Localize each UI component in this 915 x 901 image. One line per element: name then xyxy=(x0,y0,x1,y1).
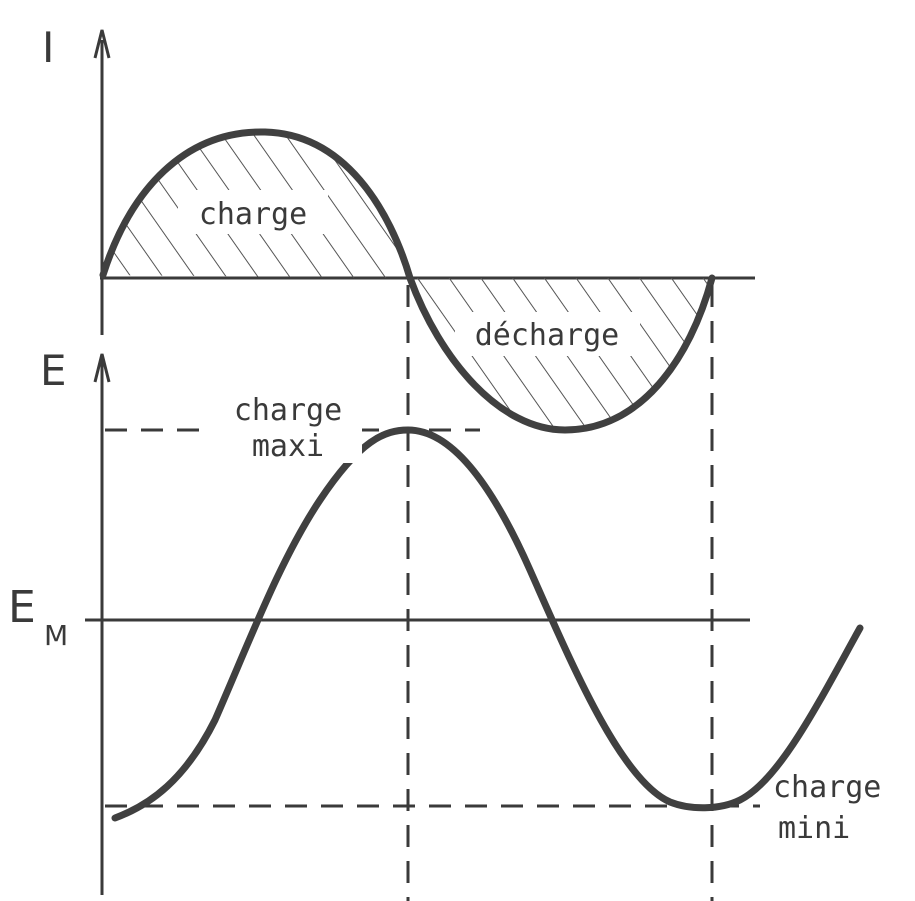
energy-axis-arrow xyxy=(93,353,111,383)
max-label-bg xyxy=(212,393,362,463)
max-annotation-line1: charge xyxy=(234,393,342,428)
decharge-label-bg xyxy=(455,312,640,356)
decharge-region-label: décharge xyxy=(475,318,620,353)
current-axis-arrow xyxy=(93,29,111,59)
min-annotation-line1: charge xyxy=(773,770,881,805)
mean-energy-label: E xyxy=(8,582,36,633)
current-axis-label: I xyxy=(42,23,54,72)
current-curve xyxy=(99,128,716,434)
charge-label-bg xyxy=(178,190,328,234)
current-graph: charge décharge I xyxy=(42,23,755,434)
charge-region-label: charge xyxy=(199,197,307,232)
energy-axis-label: E xyxy=(40,346,67,395)
mean-energy-subscript: M xyxy=(44,619,68,652)
max-annotation-line2: maxi xyxy=(252,429,324,464)
min-annotation-line2: mini xyxy=(778,811,850,846)
energy-curve xyxy=(111,426,864,822)
energy-graph: E E M charge maxi charge mini xyxy=(8,285,881,901)
